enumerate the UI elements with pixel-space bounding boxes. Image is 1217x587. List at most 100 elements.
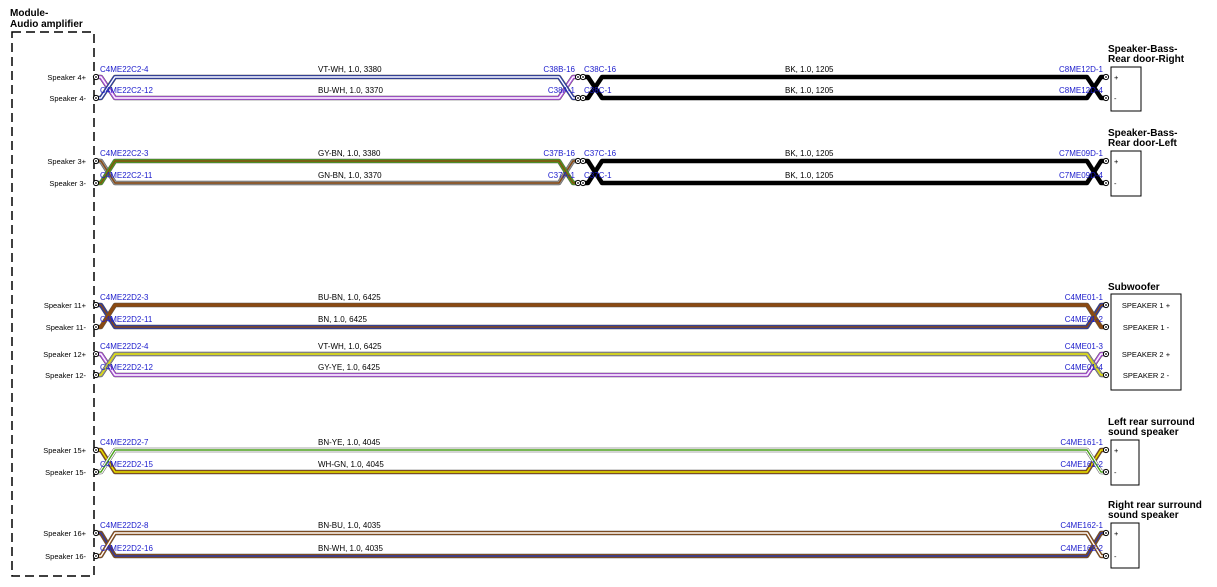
wire-desc: BN-WH, 1.0, 4035: [318, 544, 383, 553]
device-terminal: [1102, 350, 1110, 358]
device-title-line1: Left rear surround: [1108, 417, 1195, 428]
amp-signal-label: Speaker 15-: [45, 468, 86, 477]
wire-segment: [583, 74, 1106, 101]
amp-signal-label: Speaker 4+: [47, 73, 86, 82]
wire-segment: [96, 302, 1106, 330]
amp-signal-label: Speaker 12+: [43, 350, 86, 359]
device-pin-label: C7ME09D-4: [1059, 171, 1104, 180]
wire-desc: GY-BN, 1.0, 3380: [318, 149, 381, 158]
wire-segment: [583, 74, 1106, 101]
device-terminal: [1102, 552, 1110, 560]
device-terminal-label: +: [1114, 73, 1119, 82]
inline-pin-left: C37B-16: [543, 149, 575, 158]
amp-pin-label: C4ME22D2-11: [100, 315, 153, 324]
device-pin-label: C4ME01-3: [1065, 342, 1104, 351]
inline-pin-left: C38B-16: [543, 65, 575, 74]
amp-signal-label: Speaker 3+: [47, 157, 86, 166]
wire-desc-2: BK, 1.0, 1205: [785, 171, 834, 180]
device-terminal: [1102, 179, 1110, 187]
wire-segment: [96, 74, 578, 101]
inline-pin-right: C37C-16: [584, 149, 617, 158]
wire-segment: [96, 351, 1106, 378]
amp-pin-label: C4ME22C2-3: [100, 149, 149, 158]
inline-pin-right: C38C-16: [584, 65, 617, 74]
wire-desc: BN-YE, 1.0, 4045: [318, 438, 381, 447]
amp-pin-label: C4ME22D2-7: [100, 438, 149, 447]
wire-desc-2: BK, 1.0, 1205: [785, 149, 834, 158]
device-terminal-label: SPEAKER 2 -: [1123, 371, 1170, 380]
inline-connector-left: [574, 73, 582, 81]
device-terminal: [1102, 371, 1110, 379]
device-terminal: [1102, 323, 1110, 331]
wire-desc: BN, 1.0, 6425: [318, 315, 367, 324]
wire-segment: [96, 530, 1106, 559]
wire-desc: BN-BU, 1.0, 4035: [318, 521, 381, 530]
amp-pin-label: C4ME22C2-12: [100, 86, 153, 95]
device-title-line2: Rear door-Left: [1108, 138, 1178, 149]
device-box: [1110, 150, 1142, 197]
amp-terminal: [92, 157, 100, 165]
amp-signal-label: Speaker 12-: [45, 371, 86, 380]
device-terminal: [1102, 468, 1110, 476]
device-pin-label: C4ME01-2: [1065, 315, 1104, 324]
device-terminal: [1102, 529, 1110, 537]
device-pin-label: C8ME12D-1: [1059, 65, 1104, 74]
device-terminal-label: -: [1114, 468, 1117, 477]
inline-connector-right: [579, 94, 587, 102]
device-terminal-label: +: [1114, 529, 1119, 538]
amp-pin-label: C4ME22C2-4: [100, 65, 149, 74]
device-terminal-label: +: [1114, 157, 1119, 166]
amp-signal-label: Speaker 4-: [49, 94, 86, 103]
amp-terminal: [92, 371, 100, 379]
device-box: [1110, 293, 1182, 391]
amp-pin-label: C4ME22D2-4: [100, 342, 149, 351]
inline-pin-left: C38A-1: [548, 86, 576, 95]
amp-terminal: [92, 94, 100, 102]
amp-signal-label: Speaker 15+: [43, 446, 86, 455]
device-terminal-label: SPEAKER 2 +: [1122, 350, 1171, 359]
amp-pin-label: C4ME22C2-11: [100, 171, 153, 180]
wire-segment: [96, 158, 578, 186]
amp-pin-label: C4ME22D2-15: [100, 460, 153, 469]
inline-pin-right: C38C-1: [584, 86, 612, 95]
amp-signal-label: Speaker 3-: [49, 179, 86, 188]
device-terminal: [1102, 301, 1110, 309]
amp-terminal: [92, 179, 100, 187]
device-terminal: [1102, 73, 1110, 81]
inline-connector-right: [579, 73, 587, 81]
device-terminal-label: +: [1114, 446, 1119, 455]
inline-connector-left: [574, 94, 582, 102]
wire-segment: [96, 530, 1106, 559]
wire-segment: [583, 158, 1106, 186]
wire-segment: [583, 158, 1106, 186]
device-box: [1110, 439, 1140, 486]
amp-pin-label: C4ME22D2-3: [100, 293, 149, 302]
device-title-line2: sound speaker: [1108, 510, 1179, 521]
amp-terminal: [92, 446, 100, 454]
wire-desc: GN-BN, 1.0, 3370: [318, 171, 382, 180]
device-title-line2: sound speaker: [1108, 427, 1179, 438]
inline-pin-left: C37A-1: [548, 171, 576, 180]
amp-signal-label: Speaker 16+: [43, 529, 86, 538]
module-title-line1: Module-: [10, 8, 48, 19]
amp-pin-label: C4ME22D2-8: [100, 521, 149, 530]
amp-signal-label: Speaker 11+: [44, 301, 87, 310]
wire-desc-2: BK, 1.0, 1205: [785, 65, 834, 74]
device-pin-label: C7ME09D-1: [1059, 149, 1104, 158]
wire-desc-2: BK, 1.0, 1205: [785, 86, 834, 95]
device-terminal: [1102, 446, 1110, 454]
module-title-line2: Audio amplifier: [10, 19, 83, 30]
wire-desc: GY-YE, 1.0, 6425: [318, 363, 381, 372]
device-box: [1110, 522, 1140, 569]
wire-desc: BU-WH, 1.0, 3370: [318, 86, 383, 95]
inline-connector-left: [574, 179, 582, 187]
amp-terminal: [92, 350, 100, 358]
device-terminal-label: SPEAKER 1 +: [1122, 301, 1171, 310]
device-pin-label: C4ME162-2: [1060, 544, 1103, 553]
device-terminal-label: SPEAKER 1 -: [1123, 323, 1170, 332]
amp-terminal: [92, 73, 100, 81]
